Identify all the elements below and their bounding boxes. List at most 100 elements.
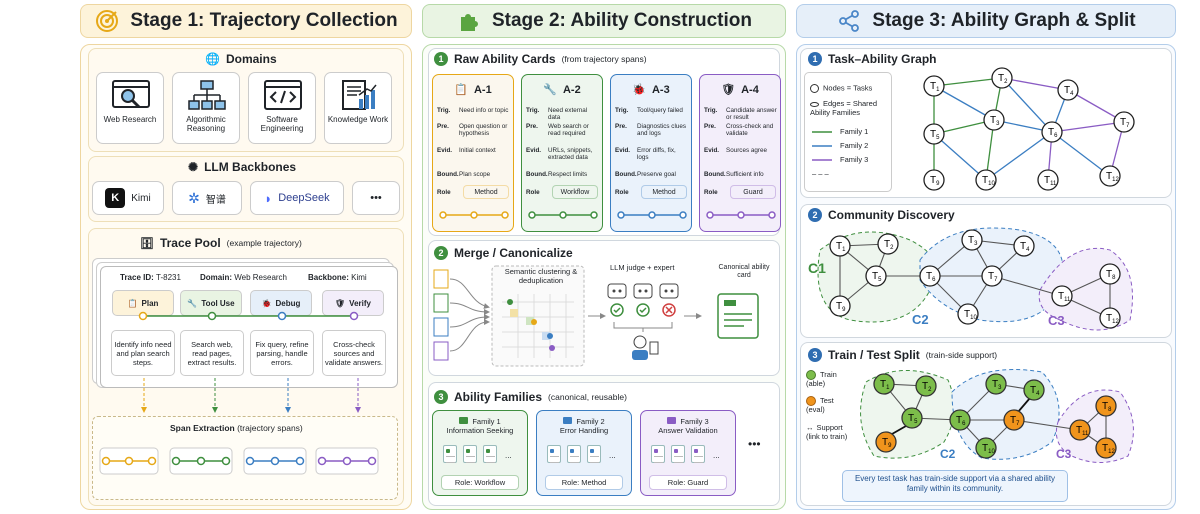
svg-text:T5: T5	[872, 271, 882, 283]
target-icon	[94, 8, 120, 34]
doc-icon	[443, 445, 457, 463]
split-note: Every test task has train-side support v…	[854, 474, 1056, 494]
card-role-badge: Method	[641, 185, 687, 199]
graph-edge	[1051, 121, 1125, 133]
database-icon: 🗄	[140, 237, 154, 250]
task-node: T8	[1095, 395, 1117, 417]
domain-label: Algorithmic Reasoning	[186, 115, 226, 134]
task-node: T9	[923, 169, 945, 191]
task-node: T11	[1069, 419, 1091, 441]
task-node: T10	[975, 169, 997, 191]
task-node: T7	[981, 265, 1003, 287]
task-node: T2	[991, 67, 1013, 89]
step-number: 2	[808, 208, 822, 222]
svg-text:T9: T9	[836, 301, 846, 313]
step-tool-use: 🔧Tool Use	[180, 290, 242, 316]
llm-deepseek: ◗ DeepSeek	[250, 181, 344, 215]
domain-software-engineering: Software Engineering	[248, 72, 316, 144]
family-role: Role: Workflow	[441, 475, 519, 490]
graph-edge	[933, 77, 1003, 87]
legend-support: ↔Support (link to train)	[806, 423, 848, 441]
doc-icon	[587, 445, 601, 463]
community-c3: C3	[1048, 313, 1065, 328]
svg-text:T9: T9	[930, 175, 940, 187]
step-plan: 📋Plan	[112, 290, 174, 316]
legend-lines	[812, 131, 832, 161]
graph-edge	[933, 85, 995, 121]
svg-text:T1: T1	[836, 241, 846, 253]
task-node: T1	[873, 373, 895, 395]
trace-id: Trace ID: T-8231	[120, 273, 181, 282]
task-node: T4	[1057, 79, 1079, 101]
card-row: Bound.Respect limits	[526, 171, 588, 178]
svg-text:T8: T8	[1106, 269, 1116, 281]
flowchart-icon	[188, 80, 226, 110]
judge-label: LLM judge + expert	[610, 263, 675, 272]
llm-kimi: K Kimi	[92, 181, 164, 215]
task-node: T7	[1003, 409, 1025, 431]
card-row: Evid.Sources agree	[704, 147, 767, 154]
ellipsis: ...	[609, 451, 616, 460]
support-link	[891, 425, 907, 435]
domain-algorithmic-reasoning: Algorithmic Reasoning	[172, 72, 240, 144]
svg-text:T8: T8	[1102, 401, 1112, 413]
doc-icon	[463, 445, 477, 463]
kimi-logo-icon: K	[105, 188, 126, 208]
family-desc: Information Seeking	[446, 426, 514, 435]
trace-timeline	[138, 311, 359, 321]
task-node: T12	[1095, 437, 1117, 459]
support-link	[1017, 397, 1031, 413]
step-desc-debug: Fix query, refine parsing, handle errors…	[250, 330, 314, 376]
report-icon	[342, 80, 377, 110]
timeline-node	[349, 311, 359, 321]
task-node: T1	[829, 235, 851, 257]
card-role-badge: Guard	[730, 185, 776, 199]
folder-icon	[563, 417, 573, 424]
llm-zhipu: ✲ 智谱	[172, 181, 242, 215]
task-node: T5	[865, 265, 887, 287]
clipboard-icon: 📋	[127, 298, 138, 308]
step-desc-plan: Identify info need and plan search steps…	[111, 330, 175, 376]
domain-web-research: Web Research	[96, 72, 164, 144]
wrench-icon: 🔧	[543, 84, 557, 96]
family-role: Role: Guard	[649, 475, 727, 490]
family-desc: Error Handling	[559, 426, 609, 435]
robot-icon	[607, 283, 627, 299]
community-c2: C2	[912, 312, 929, 327]
graph-edge	[933, 133, 987, 181]
legend-family1: Family 1	[840, 127, 869, 136]
svg-text:T2: T2	[884, 239, 894, 251]
cluster-label: Semantic clustering & deduplication	[504, 267, 578, 285]
step-number: 3	[808, 348, 822, 362]
svg-text:T7: T7	[1120, 117, 1130, 129]
legend-edges: Edges = Shared Ability Families	[810, 99, 877, 117]
puzzle-icon	[456, 8, 482, 34]
ellipsis: ...	[713, 451, 720, 460]
task-node: T10	[975, 437, 997, 459]
doc-icon	[651, 445, 665, 463]
card-row: Trig.Need external data	[526, 107, 588, 122]
graph-edge	[1001, 77, 1053, 133]
step-desc-tool-use: Search web, read pages, extract results.	[180, 330, 244, 376]
card-row: Evid.URLs, snippets, extracted data	[526, 147, 593, 162]
graph-edge	[1067, 89, 1125, 123]
stage1-title: Stage 1: Trajectory Collection	[130, 10, 398, 31]
task-node: T9	[829, 295, 851, 317]
svg-text:T5: T5	[908, 413, 918, 425]
svg-text:T3: T3	[968, 235, 978, 247]
shield-icon: 🛡	[335, 298, 346, 308]
doc-icon	[671, 445, 685, 463]
globe-icon: 🌐	[205, 52, 220, 66]
svg-text:T6: T6	[956, 415, 966, 427]
card-row: Bound.Preserve goal	[615, 171, 676, 178]
card-chain	[617, 211, 687, 219]
graph-icon	[836, 8, 862, 34]
clipboard-icon: 📋	[454, 84, 468, 96]
